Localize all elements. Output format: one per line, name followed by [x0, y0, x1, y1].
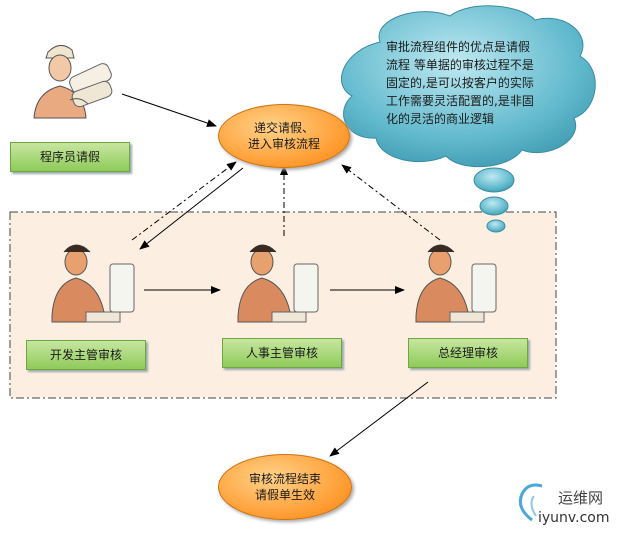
arrow-dev-to-submit — [131, 161, 237, 241]
node-dev-manager-review[interactable]: 开发主管审核 — [26, 340, 146, 370]
node-submit-line1: 递交请假、 — [253, 121, 314, 135]
watermark-en-text: iyunv.com — [538, 510, 610, 526]
node-dev-manager-label: 开发主管审核 — [49, 348, 122, 362]
node-submit-line2: 进入审核流程 — [247, 137, 320, 151]
node-submit-leave[interactable]: 递交请假、 进入审核流程 — [218, 104, 350, 168]
node-hr-manager-review[interactable]: 人事主管审核 — [222, 338, 342, 368]
note-text: 审批流程组件的优点是请假 流程 等单据的审核过程不是 固定的,是可以按客户的实际… — [386, 38, 562, 128]
note-line: 审批流程组件的优点是请假 — [386, 40, 531, 54]
worker-holding-blueprints-icon — [33, 45, 113, 119]
note-line: 流程 等单据的审核过程不是 — [386, 58, 534, 72]
node-end-line2: 请假单生效 — [254, 488, 315, 502]
node-programmer-label: 程序员请假 — [39, 150, 100, 164]
watermark-logo-icon — [518, 483, 543, 522]
note-cloud — [341, 5, 596, 233]
node-programmer-leave[interactable]: 程序员请假 — [10, 142, 130, 172]
office-worker-at-computer-icon — [51, 244, 135, 323]
node-review-end[interactable]: 审核流程结束 请假单生效 — [218, 454, 352, 520]
arrow-submit-to-dev — [139, 167, 244, 250]
node-general-manager-label: 总经理审核 — [437, 346, 498, 360]
note-line: 化的灵活的商业逻辑 — [386, 112, 495, 126]
arrow-gm-to-submit — [341, 164, 441, 241]
watermark-cn-text: 运维网 — [558, 489, 604, 507]
note-line: 固定的,是可以按客户的实际 — [386, 76, 534, 90]
office-worker-at-computer-icon — [237, 244, 319, 323]
office-worker-at-computer-icon — [415, 244, 497, 323]
arrow-gm-to-end — [329, 381, 429, 457]
note-line: 工作需要灵活配置的,是非固 — [386, 94, 534, 108]
node-general-manager-review[interactable]: 总经理审核 — [408, 338, 528, 368]
arrow-programmer-to-submit — [121, 93, 217, 127]
node-hr-manager-label: 人事主管审核 — [245, 346, 318, 360]
node-end-line1: 审核流程结束 — [248, 472, 321, 486]
